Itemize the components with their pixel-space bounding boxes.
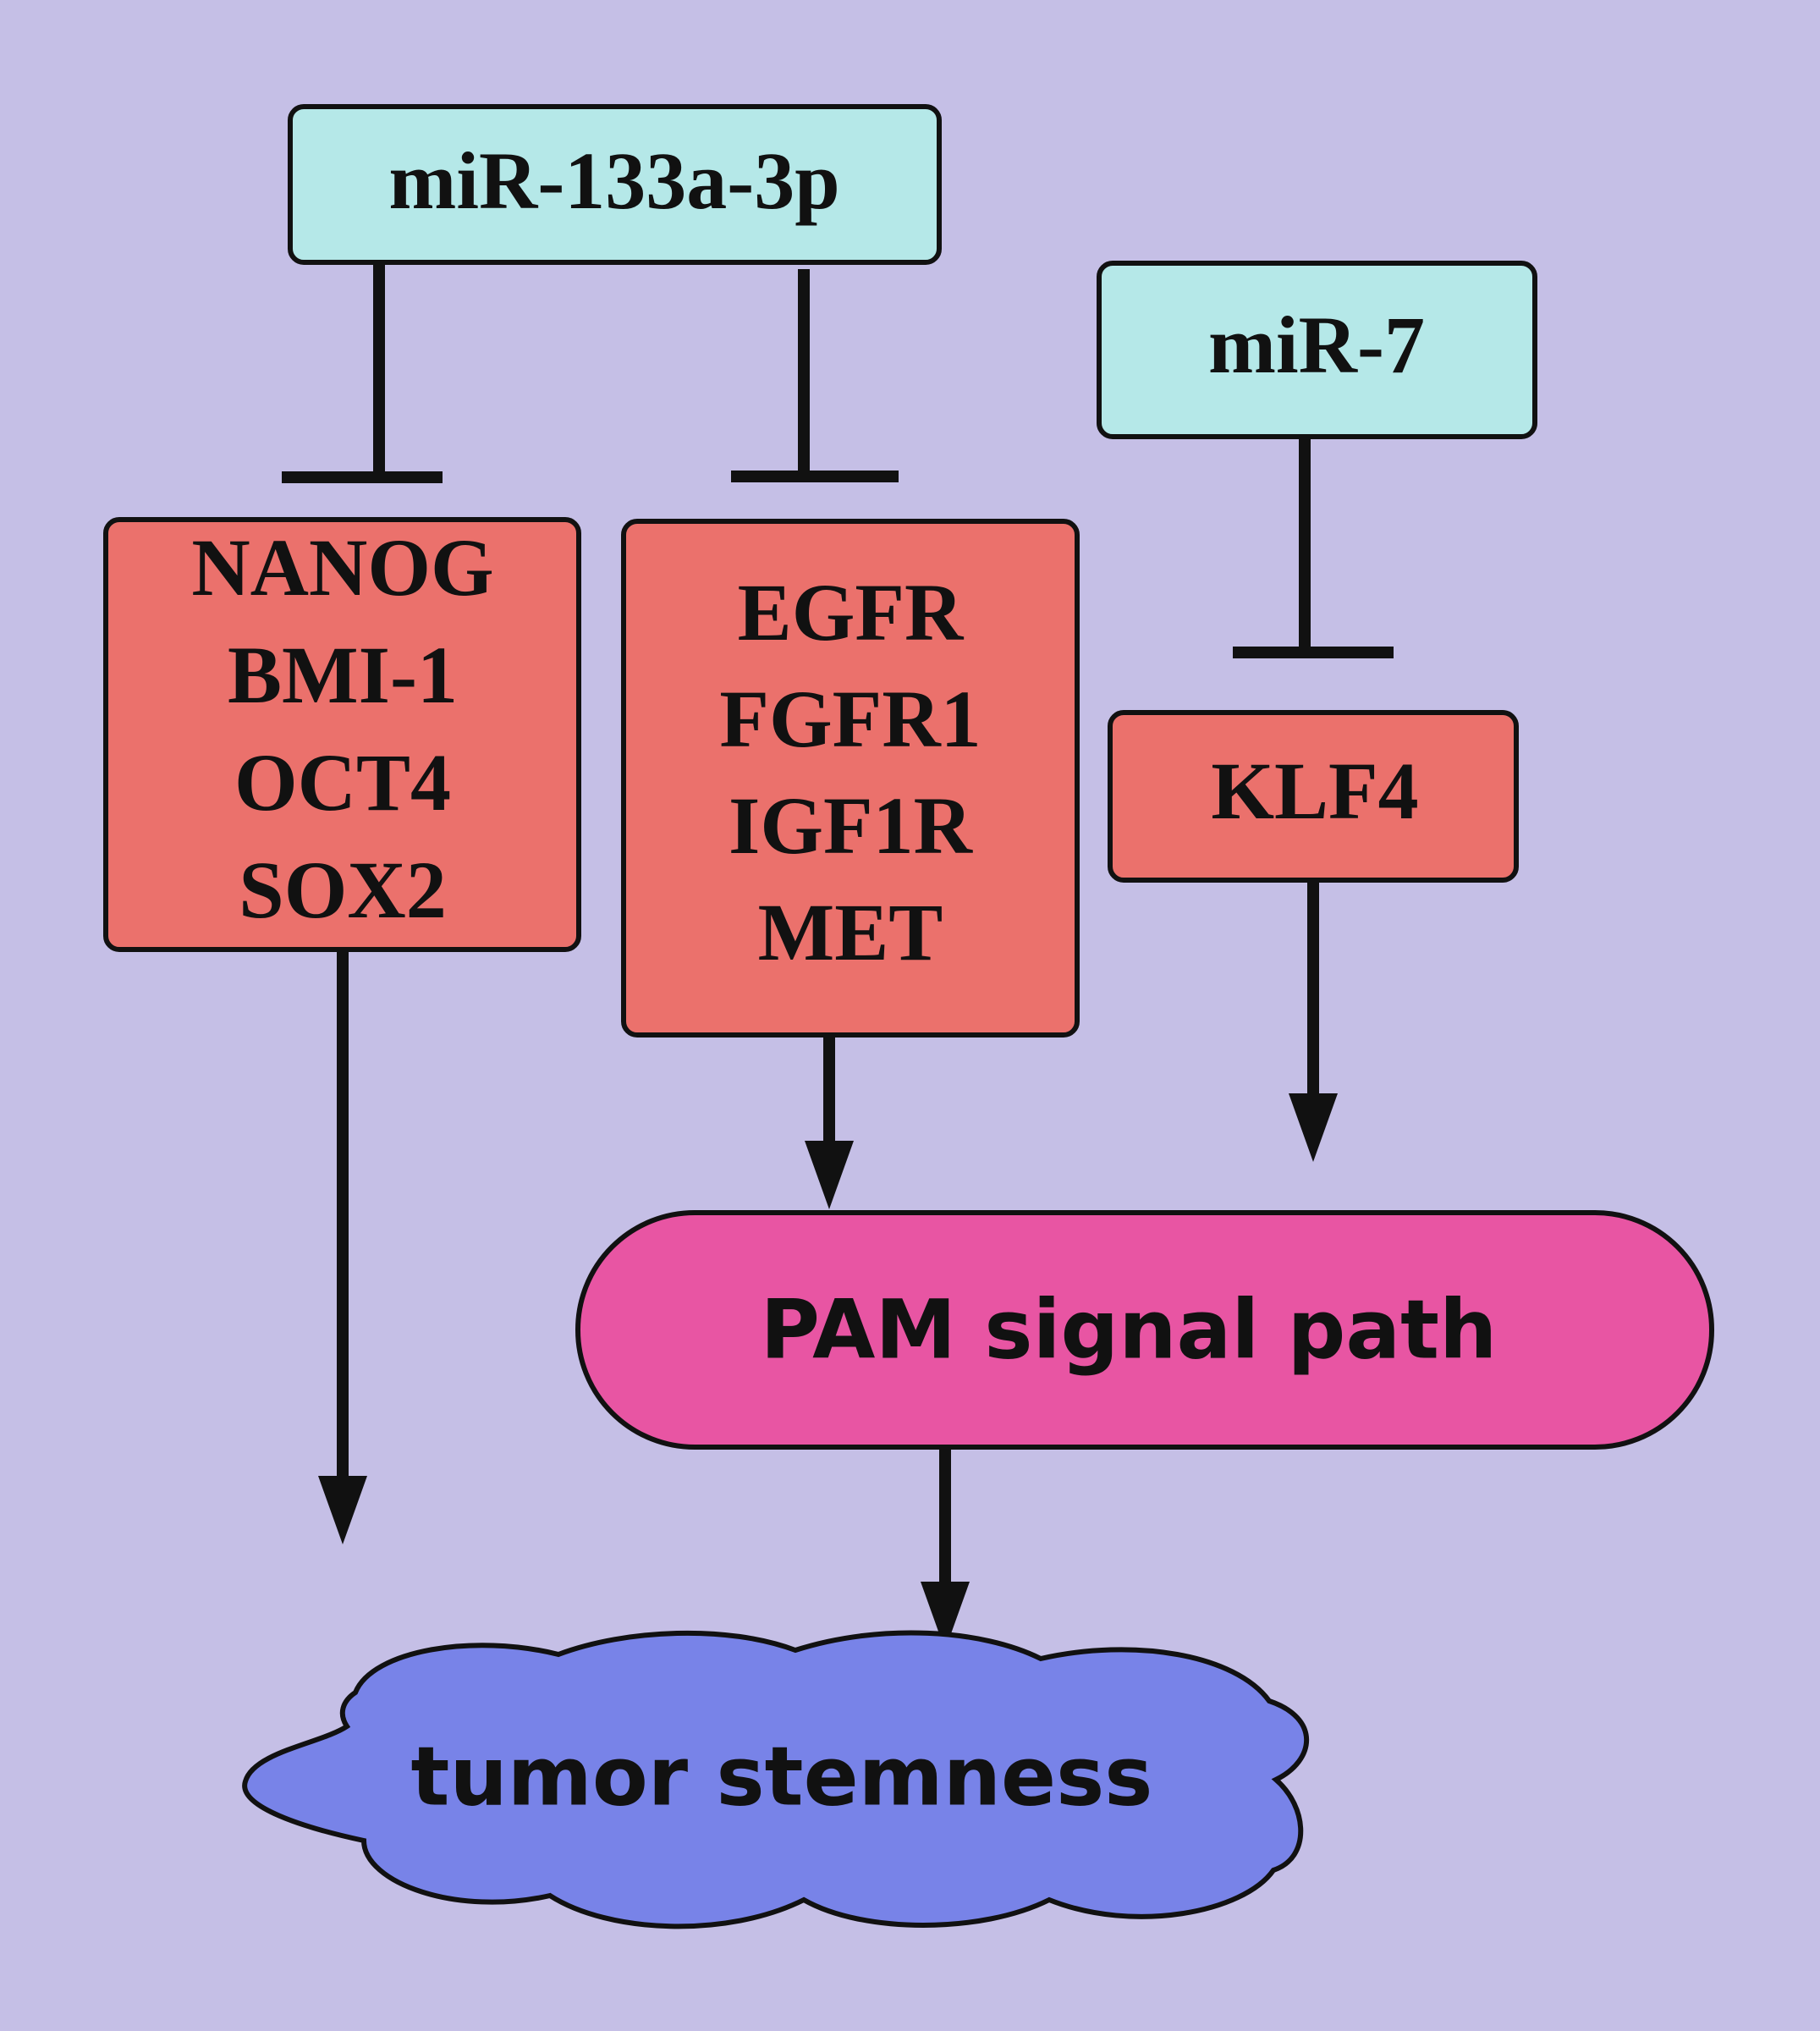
arrowhead bbox=[318, 1476, 367, 1544]
node-receptor-targets: EGFR FGFR1 IGF1R MET bbox=[621, 519, 1080, 1038]
klf4-label: KLF4 bbox=[1211, 746, 1418, 836]
stemness-target-1: NANOG bbox=[191, 522, 493, 613]
node-klf4: KLF4 bbox=[1108, 710, 1519, 883]
edge-pam-to-stemness bbox=[921, 1449, 970, 1650]
edge-stemness-targets-to-stemness bbox=[318, 951, 367, 1544]
receptor-target-2: FGFR1 bbox=[719, 674, 981, 764]
mir7-label: miR-7 bbox=[1208, 300, 1425, 390]
node-pam: PAM signal path bbox=[575, 1210, 1714, 1450]
node-stemness: tumor stemness bbox=[242, 1630, 1309, 1929]
edge-klf4-to-pam bbox=[1289, 880, 1338, 1162]
mir133-label: miR-133a-3p bbox=[388, 135, 839, 226]
receptor-target-1: EGFR bbox=[738, 567, 965, 658]
stemness-target-2: BMI-1 bbox=[228, 630, 458, 720]
edge-mir133-to-stemness-targets bbox=[282, 264, 443, 483]
pam-label: PAM signal path bbox=[761, 1282, 1498, 1377]
receptor-target-3: IGF1R bbox=[729, 780, 974, 871]
stemness-cloud bbox=[242, 1630, 1309, 1929]
edge-mir133-to-receptor-targets bbox=[731, 269, 899, 482]
edge-receptor-targets-to-pam bbox=[805, 1036, 854, 1209]
stemness-label: tumor stemness bbox=[411, 1729, 1153, 1824]
receptor-target-4: MET bbox=[758, 887, 943, 977]
arrowhead bbox=[805, 1141, 854, 1209]
node-stemness-targets: NANOG BMI-1 OCT4 SOX2 bbox=[103, 517, 581, 952]
arrowhead bbox=[921, 1582, 970, 1650]
node-mir7: miR-7 bbox=[1097, 261, 1537, 439]
stemness-target-3: OCT4 bbox=[234, 737, 451, 828]
node-mir133: miR-133a-3p bbox=[288, 104, 942, 265]
stemness-target-4: SOX2 bbox=[239, 845, 446, 935]
arrowhead bbox=[1289, 1093, 1338, 1162]
edge-mir7-to-klf4 bbox=[1233, 438, 1394, 658]
